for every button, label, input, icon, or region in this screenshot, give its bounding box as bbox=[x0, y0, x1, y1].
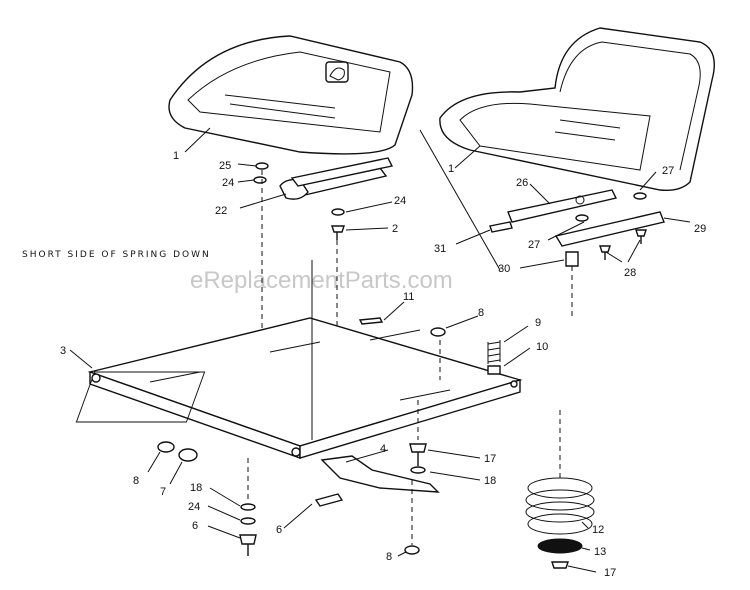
callout-26: 26 bbox=[516, 177, 528, 189]
callout-31: 31 bbox=[434, 243, 446, 255]
washer-24c bbox=[240, 517, 256, 525]
washer-27b bbox=[633, 192, 647, 200]
bolt-17a bbox=[409, 443, 427, 466]
callout-2: 2 bbox=[392, 223, 398, 235]
callout-25: 25 bbox=[219, 160, 231, 172]
washer-18b bbox=[410, 466, 426, 474]
washer-24b bbox=[331, 208, 345, 216]
seat-pan-3 bbox=[75, 317, 523, 459]
callout-18-left: 18 bbox=[190, 482, 202, 494]
washer-27 bbox=[575, 214, 589, 222]
washer-25 bbox=[255, 162, 269, 170]
bracket-4 bbox=[320, 455, 440, 493]
pin-31 bbox=[489, 221, 513, 233]
callout-24-low: 24 bbox=[188, 501, 200, 513]
callout-1-left: 1 bbox=[173, 150, 179, 162]
spacer-30 bbox=[565, 251, 579, 267]
callout-11: 11 bbox=[403, 291, 414, 303]
callout-24-left: 24 bbox=[222, 177, 234, 189]
pin-11 bbox=[358, 317, 384, 325]
nut-8c bbox=[404, 545, 420, 555]
callout-6-mid: 6 bbox=[276, 524, 282, 536]
knob-7 bbox=[178, 448, 198, 462]
bolt-10 bbox=[487, 365, 501, 375]
callout-10: 10 bbox=[536, 341, 548, 353]
callout-8-left: 8 bbox=[133, 475, 139, 487]
callout-24-mid: 24 bbox=[394, 195, 406, 207]
callout-1-right: 1 bbox=[448, 163, 454, 175]
callout-6-left: 6 bbox=[192, 520, 198, 532]
callout-8-top: 8 bbox=[478, 307, 484, 319]
spring-orientation-note: SHORT SIDE OF SPRING DOWN bbox=[22, 250, 211, 260]
watermark: eReplacementParts.com bbox=[190, 267, 453, 294]
washer-18a bbox=[240, 503, 256, 511]
seat-right bbox=[439, 27, 715, 192]
bolt-2 bbox=[331, 225, 345, 240]
spring-9 bbox=[487, 340, 501, 364]
hinge-bracket-26 bbox=[507, 189, 618, 223]
bolt-17b bbox=[551, 561, 569, 569]
callout-17-bottom: 17 bbox=[604, 567, 616, 579]
callout-17-top: 17 bbox=[484, 453, 496, 465]
bolt-6a bbox=[239, 534, 257, 556]
callout-30: 30 bbox=[498, 263, 510, 275]
callout-9: 9 bbox=[535, 317, 541, 329]
callout-27-right: 27 bbox=[662, 165, 674, 177]
seat-left bbox=[168, 35, 414, 155]
bolt-28a bbox=[599, 245, 611, 260]
callout-4: 4 bbox=[380, 443, 386, 455]
nut-8b bbox=[157, 441, 175, 453]
callout-28: 28 bbox=[624, 267, 636, 279]
callout-12: 12 bbox=[592, 524, 604, 536]
hinge-bracket-22 bbox=[279, 157, 394, 200]
bolt-28b bbox=[635, 229, 647, 244]
spring-12 bbox=[525, 477, 595, 535]
callout-29: 29 bbox=[694, 223, 706, 235]
callout-13: 13 bbox=[594, 546, 606, 558]
hinge-plate-29 bbox=[554, 211, 665, 247]
callout-7: 7 bbox=[160, 486, 166, 498]
cap-13 bbox=[537, 538, 583, 554]
washer-24 bbox=[253, 176, 267, 184]
callout-27-mid: 27 bbox=[528, 239, 540, 251]
callout-18-right: 18 bbox=[484, 475, 496, 487]
nut-8a bbox=[430, 327, 446, 337]
bolt-6b bbox=[314, 493, 344, 507]
callout-22: 22 bbox=[215, 205, 227, 217]
callout-8-bottom: 8 bbox=[386, 551, 392, 563]
callout-3: 3 bbox=[60, 345, 66, 357]
